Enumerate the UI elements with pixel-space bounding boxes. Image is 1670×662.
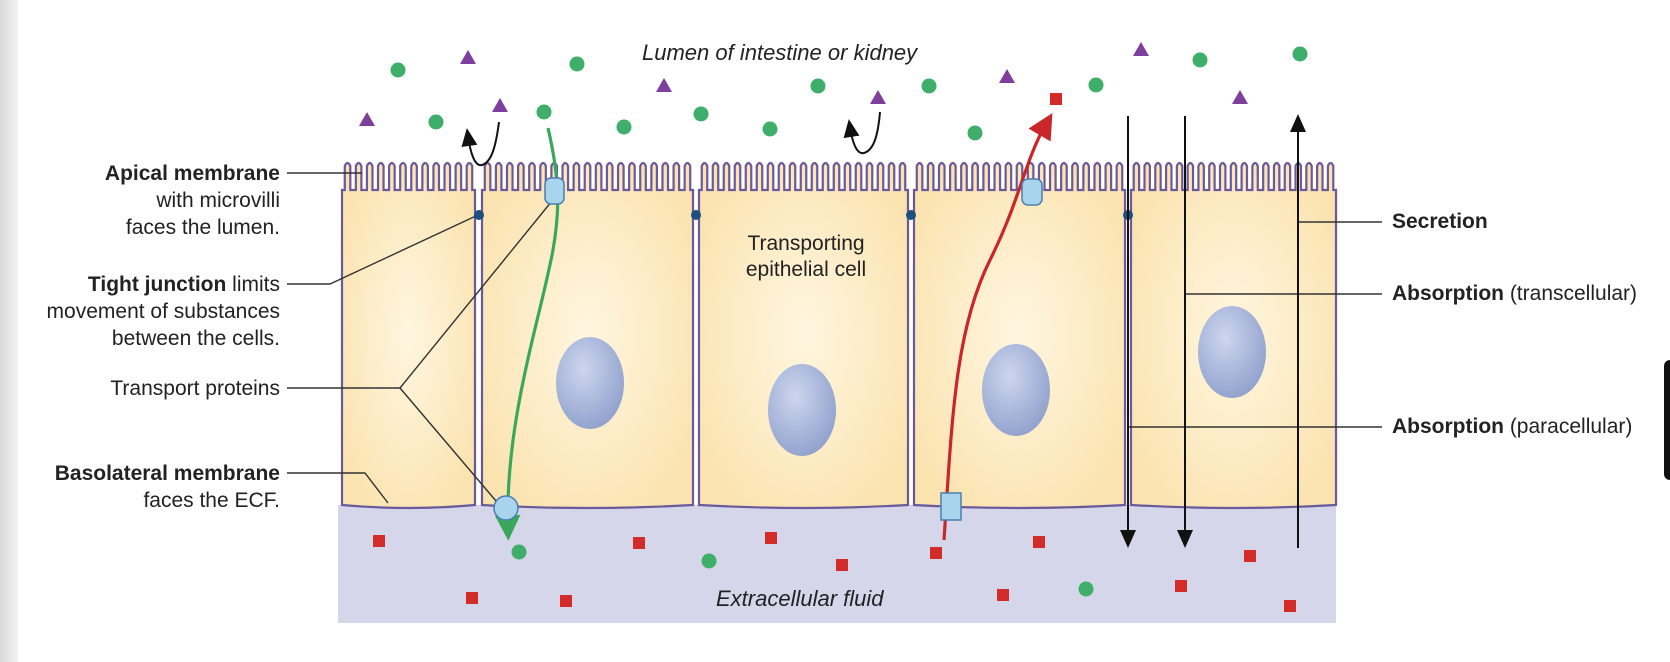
green-solute — [701, 553, 717, 569]
right-edge-tab — [1664, 360, 1670, 480]
green-solute — [693, 106, 709, 122]
transport-protein-basolateral-1 — [493, 495, 519, 521]
epithelial-cell — [480, 161, 695, 510]
red-solute — [1244, 550, 1256, 562]
epithelial-cells — [340, 161, 1338, 510]
left-edge-shadow — [0, 0, 18, 662]
green-solute — [762, 121, 778, 137]
apical-membrane-line2: with microvilli — [156, 189, 280, 212]
cell-label: Transporting epithelial cell — [716, 231, 896, 283]
apical-membrane-line3: faces the lumen. — [125, 216, 280, 239]
absorption-paracellular-title: Absorption — [1392, 415, 1504, 438]
tight-junctions — [474, 210, 1133, 220]
leader-transport-bottom — [399, 387, 503, 509]
purple-solute — [492, 98, 508, 112]
basolateral-membrane-line2: faces the ECF. — [143, 489, 280, 512]
purple-solute — [656, 78, 672, 92]
red-solute — [466, 592, 478, 604]
tight-junction-title: Tight junction — [87, 273, 227, 296]
solute-particles — [359, 42, 1308, 612]
green-solute — [1078, 581, 1094, 597]
epithelial-cell — [697, 161, 910, 510]
apical-membrane-label: Apical membrane with microvilli faces th… — [40, 160, 280, 241]
nucleus — [556, 337, 624, 429]
green-solute — [616, 119, 632, 135]
green-solute — [536, 104, 552, 120]
nucleus — [982, 344, 1050, 436]
green-solute — [428, 114, 444, 130]
red-solute — [373, 535, 385, 547]
tight-junction-dot — [906, 210, 916, 220]
red-solute — [1050, 93, 1062, 105]
leader-basolateral — [287, 472, 389, 504]
red-solute — [1175, 580, 1187, 592]
red-solute — [930, 547, 942, 559]
tight-junction-dot — [691, 210, 701, 220]
basolateral-membrane-label: Basolateral membrane faces the ECF. — [0, 460, 280, 514]
transport-protein-basolateral-2 — [940, 492, 962, 521]
ecf-label: Extracellular fluid — [716, 586, 884, 611]
green-solute — [1292, 46, 1308, 62]
red-solute — [1284, 600, 1296, 612]
purple-solute — [999, 69, 1015, 83]
absorption-paracellular-label: Absorption (paracellular) — [1392, 413, 1670, 440]
leader-transport-top — [399, 195, 557, 389]
transport-protein-apical-2 — [1021, 178, 1043, 206]
apical-membrane-title: Apical membrane — [104, 162, 280, 185]
red-solute — [836, 559, 848, 571]
tight-junction-rest: limits — [226, 273, 280, 296]
purple-solute — [1232, 90, 1248, 104]
left-leader-lines — [287, 172, 557, 509]
red-solute — [633, 537, 645, 549]
red-secretion-path — [942, 112, 1053, 541]
green-solute — [511, 544, 527, 560]
blocked-arrow-1 — [461, 121, 500, 167]
right-leader-lines — [1128, 221, 1382, 428]
green-solute — [390, 62, 406, 78]
green-solute — [1192, 52, 1208, 68]
green-solute — [921, 78, 937, 94]
red-solute — [765, 532, 777, 544]
tight-junction-line2: movement of substances — [46, 300, 280, 323]
basolateral-membrane-title: Basolateral membrane — [54, 462, 280, 485]
epithelial-cell — [340, 161, 477, 510]
cell-label-line1: Transporting — [747, 232, 865, 255]
red-solute — [1033, 536, 1045, 548]
purple-solute — [1133, 42, 1149, 56]
flux-arrows — [1120, 114, 1306, 548]
secretion-title: Secretion — [1392, 210, 1488, 233]
absorption-transcellular-rest: (transcellular) — [1503, 282, 1638, 305]
tight-junction-label: Tight junction limits movement of substa… — [0, 271, 280, 352]
nucleus — [768, 364, 836, 456]
transport-protein-apical-1 — [544, 177, 565, 205]
transport-proteins-label: Transport proteins — [40, 375, 280, 402]
cell-label-line2: epithelial cell — [745, 258, 867, 281]
purple-solute — [870, 90, 886, 104]
tight-junction-dot — [474, 210, 484, 220]
absorption-transcellular-label: Absorption (transcellular) — [1392, 280, 1670, 307]
purple-solute — [359, 112, 375, 126]
absorption-paracellular-rest: (paracellular) — [1503, 415, 1633, 438]
green-solute — [1088, 77, 1104, 93]
absorption-transcellular-title: Absorption — [1392, 282, 1504, 305]
transport-proteins-text: Transport proteins — [110, 377, 280, 400]
epithelial-cell — [912, 161, 1127, 510]
green-solute — [967, 125, 983, 141]
lumen-label: Lumen of intestine or kidney — [642, 40, 918, 65]
purple-solute — [460, 50, 476, 64]
red-solute — [560, 595, 572, 607]
nucleus — [1198, 306, 1266, 398]
green-solute — [569, 56, 585, 72]
blocked-arrow-2 — [843, 111, 881, 155]
leader-tight-junction — [287, 214, 479, 285]
secretion-label: Secretion — [1392, 208, 1662, 235]
red-solute — [997, 589, 1009, 601]
green-solute — [810, 78, 826, 94]
tight-junction-line3: between the cells. — [111, 327, 280, 350]
